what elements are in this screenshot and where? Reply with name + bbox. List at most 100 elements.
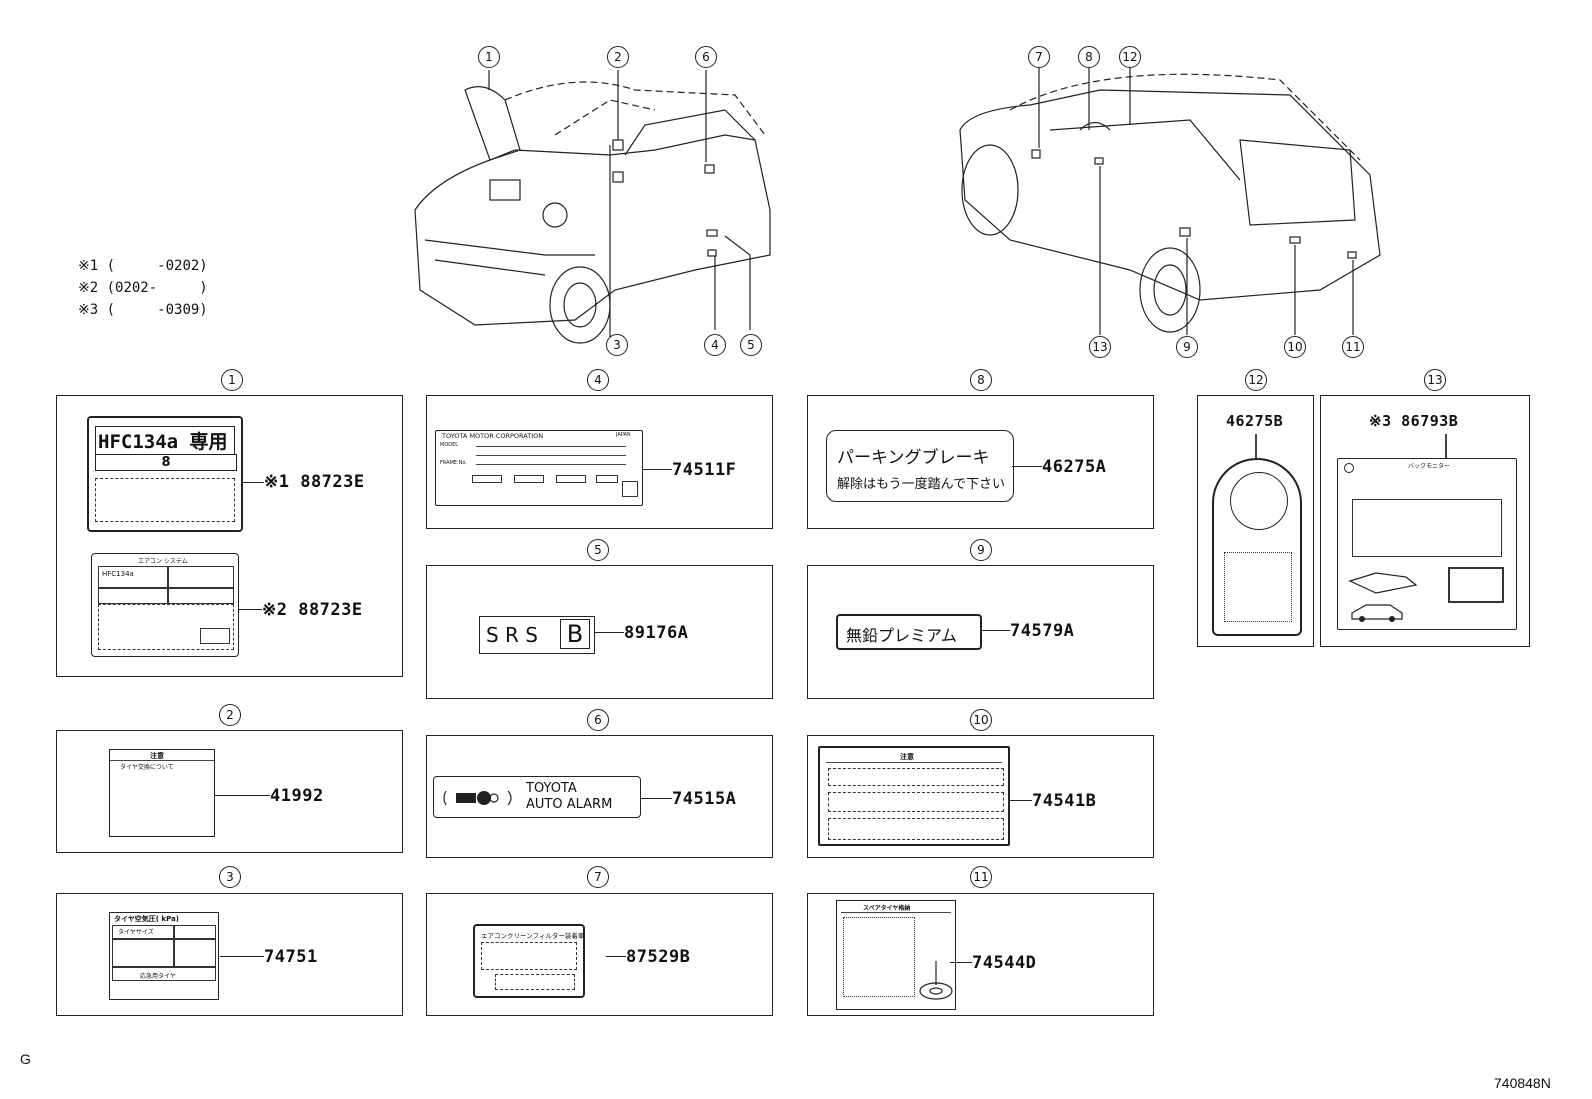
spare-stow-label: スペアタイヤ格納 — [836, 900, 956, 1010]
tire-pressure-text: タイヤ空気圧( kPa) — [114, 915, 179, 923]
premium-text: 無鉛プレミアム — [846, 626, 957, 645]
panel-6: TOYOTA AUTO ALARM — [426, 735, 773, 858]
aircon-filter-label: エアコンクリーンフィルター装着車 — [473, 924, 585, 998]
note-1: ※1 ( -0202) — [78, 258, 208, 274]
leader-3 — [220, 956, 264, 957]
part-74515a: 74515A — [672, 789, 737, 809]
aircon-grid-6 — [200, 628, 230, 644]
panel-3-callout: 3 — [219, 866, 241, 888]
part-74544d: 74544D — [972, 953, 1037, 973]
parking-line-2: 解除はもう一度踏んで下さい — [837, 477, 1005, 492]
part-41992: 41992 — [270, 786, 324, 806]
tire-pressure-label: タイヤ空気圧( kPa) タイヤサイズ 応急用タイヤ — [109, 912, 219, 1000]
back-monitor-text — [1352, 499, 1502, 557]
vin-cell-d — [596, 475, 618, 483]
panel-12: 46275B — [1197, 395, 1314, 647]
tire-change-text: タイヤ交換について — [120, 764, 174, 771]
panel-11: スペアタイヤ格納 — [807, 893, 1154, 1016]
parking-line-1: パーキングブレーキ — [837, 448, 990, 468]
spare-tire-icon — [919, 961, 953, 1000]
warning-block-1 — [828, 768, 1004, 786]
callout-5: 5 — [740, 334, 762, 356]
tire-size-text: タイヤサイズ — [118, 929, 154, 936]
frame-text: FRAME No. — [440, 460, 467, 466]
warning-title: 注意 — [900, 753, 914, 761]
part-87529b: 87529B — [626, 947, 691, 967]
aircon-grid-4 — [168, 588, 234, 604]
callout-10: 10 — [1284, 336, 1306, 358]
hfc-title: HFC134a 専用 — [95, 426, 235, 455]
leader-10 — [1010, 800, 1032, 801]
callout-9: 9 — [1176, 336, 1198, 358]
panel-6-callout: 6 — [587, 709, 609, 731]
tire-grid-a — [112, 925, 174, 939]
panel-7-callout: 7 — [587, 866, 609, 888]
panel-13: ※3 86793B バックモニター — [1320, 395, 1530, 647]
panel-1-callout: 1 — [221, 369, 243, 391]
callout-3: 3 — [606, 334, 628, 356]
aircon-filter-text: エアコンクリーンフィルター装着車 — [481, 932, 585, 940]
callout-12: 12 — [1119, 46, 1141, 68]
leader-1b — [238, 609, 262, 610]
caution-title: 注意 — [150, 752, 164, 760]
toyota-corp-text: TOYOTA MOTOR CORPORATION — [442, 432, 544, 440]
filter-box-1 — [481, 942, 577, 970]
part-88723e-2: ※2 88723E — [262, 600, 363, 620]
leader-12 — [1255, 434, 1257, 458]
vin-line-3 — [476, 464, 626, 465]
caution-tire-label: 注意 タイヤ交換について — [109, 749, 215, 837]
leader-11 — [950, 962, 972, 963]
warning-block-3 — [828, 818, 1004, 840]
leader-1a — [242, 482, 264, 483]
parking-brake-label: パーキングブレーキ 解除はもう一度踏んで下さい — [826, 430, 1014, 502]
panel-10: 注意 — [807, 735, 1154, 858]
note-2: ※2 (0202- ) — [78, 280, 208, 296]
leader-8 — [1012, 466, 1042, 467]
aircon-grid-3 — [98, 588, 168, 604]
panel-8: パーキングブレーキ 解除はもう一度踏んで下さい — [807, 395, 1154, 529]
panel-3: タイヤ空気圧( kPa) タイヤサイズ 応急用タイヤ — [56, 893, 403, 1016]
part-46275a: 46275A — [1042, 457, 1107, 477]
footer-right: 740848N — [1494, 1075, 1551, 1091]
aircon-grid-1 — [98, 566, 168, 588]
hfc-small: HFC134a — [102, 570, 134, 578]
alarm-line-2: AUTO ALARM — [526, 797, 613, 812]
rear-car-illustration — [959, 68, 1381, 335]
part-88723e-1: ※1 88723E — [264, 472, 365, 492]
callout-11: 11 — [1342, 336, 1364, 358]
panel-10-callout: 10 — [970, 709, 992, 731]
spare-tire-warning-label: 注意 — [818, 746, 1010, 846]
model-text: MODEL — [440, 442, 459, 448]
callout-8: 8 — [1078, 46, 1100, 68]
tire-grid-c — [112, 939, 174, 967]
caution-rule — [110, 760, 214, 761]
vin-plate-label: TOYOTA MOTOR CORPORATION JAPAN MODEL FRA… — [435, 430, 643, 506]
alarm-icon — [443, 790, 512, 806]
leader-6 — [640, 798, 672, 799]
vin-cell-c — [556, 475, 586, 483]
callout-13: 13 — [1089, 336, 1111, 358]
part-74511f: 74511F — [672, 460, 737, 480]
panel-5-callout: 5 — [587, 539, 609, 561]
back-monitor-hole — [1344, 463, 1354, 473]
vin-line-2 — [476, 455, 626, 456]
japan-text: JAPAN — [616, 432, 631, 438]
front-car-illustration — [414, 70, 771, 344]
part-46275b: 46275B — [1226, 412, 1284, 430]
warning-rule — [826, 762, 1002, 763]
door-hanger-text — [1224, 552, 1292, 622]
panel-4-callout: 4 — [587, 369, 609, 391]
leader-9 — [980, 630, 1010, 631]
leader-4 — [642, 469, 672, 470]
tire-grid-e — [112, 967, 216, 981]
aircon-system-title: エアコン システム — [138, 558, 188, 565]
panel-2: 注意 タイヤ交換について — [56, 730, 403, 853]
part-74579a: 74579A — [1010, 621, 1075, 641]
callout-6: 6 — [695, 46, 717, 68]
part-86793b: ※3 86793B — [1369, 412, 1459, 430]
hfc-sub: 8 — [95, 454, 237, 471]
back-monitor-label: バックモニター — [1337, 458, 1517, 630]
panel-12-callout: 12 — [1245, 369, 1267, 391]
leader-2 — [214, 795, 270, 796]
leader-13 — [1445, 434, 1447, 460]
